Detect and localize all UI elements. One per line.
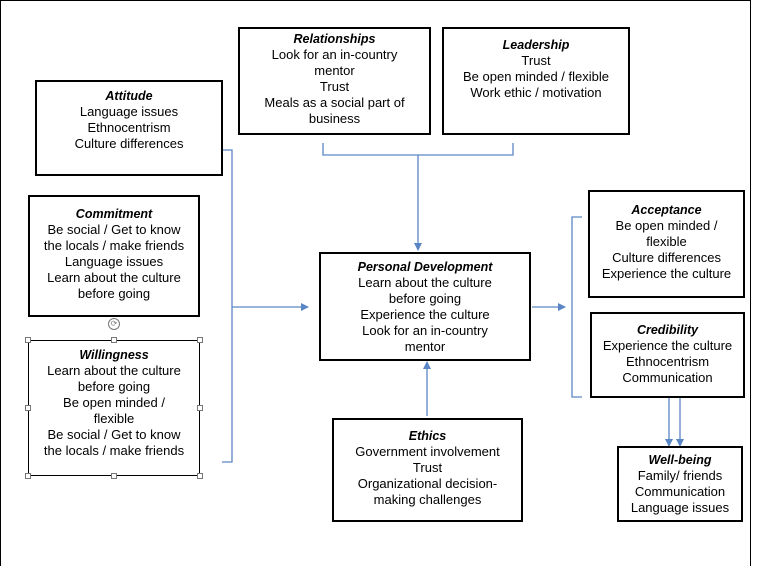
credibility-line: Communication <box>622 370 713 385</box>
acceptance-title: Acceptance <box>631 203 702 217</box>
commitment-line: before going <box>77 286 151 301</box>
relationships-line: business <box>308 111 361 126</box>
acceptance-line: flexible <box>646 234 687 249</box>
ethics-line: making challenges <box>373 492 482 507</box>
resize-handle-bottom-right[interactable] <box>197 473 203 479</box>
ethics-line: Government involvement <box>355 444 500 459</box>
ethics-line: Trust <box>412 460 443 475</box>
commitment-line: Learn about the culture <box>47 270 181 285</box>
personal-development-line: before going <box>388 291 462 306</box>
relationships-line: Trust <box>319 79 350 94</box>
willingness-line: the locals / make friends <box>43 443 185 458</box>
ethics-line: Organizational decision- <box>357 476 498 491</box>
willingness-title: Willingness <box>79 348 149 362</box>
personal-development-title: Personal Development <box>357 260 493 274</box>
ethics-title: Ethics <box>408 429 447 443</box>
willingness-line: Learn about the culture <box>47 363 181 378</box>
resize-handle-top-right[interactable] <box>197 337 203 343</box>
resize-handle-middle-right[interactable] <box>197 405 203 411</box>
commitment-line: the locals / make friends <box>43 238 185 253</box>
attitude-line: Ethnocentrism <box>87 120 171 135</box>
personal-development-line: Learn about the culture <box>358 275 492 290</box>
acceptance-line: Be open minded / <box>615 218 718 233</box>
willingness-line: before going <box>77 379 151 394</box>
personal-development-line: Experience the culture <box>360 307 490 322</box>
acceptance-line: Experience the culture <box>601 266 732 281</box>
resize-handle-bottom-left[interactable] <box>25 473 31 479</box>
attitude-line: Culture differences <box>74 136 184 151</box>
acceptance-line: Culture differences <box>612 250 721 265</box>
leadership-line: Be open minded / flexible <box>463 69 609 84</box>
wellbeing-line: Family/ friends <box>637 468 723 483</box>
relationships-title: Relationships <box>293 32 376 46</box>
commitment-title: Commitment <box>75 207 153 221</box>
wellbeing-line: Communication <box>634 484 726 499</box>
wellbeing-title: Well-being <box>648 453 712 467</box>
left-bracket <box>222 149 233 463</box>
resize-handle-top-left[interactable] <box>25 337 31 343</box>
credibility-title: Credibility <box>636 323 699 337</box>
attitude-line: Language issues <box>79 104 179 119</box>
wellbeing-line: Language issues <box>630 500 730 515</box>
leadership-line: Trust <box>521 53 551 68</box>
top-bracket <box>322 143 514 156</box>
personal-development-line: mentor <box>404 339 446 354</box>
willingness-line: Be social / Get to know <box>47 427 181 442</box>
relationships-line: Look for an in-country <box>271 47 398 62</box>
resize-handle-middle-left[interactable] <box>25 405 31 411</box>
attitude-title: Attitude <box>105 89 153 103</box>
personal-development-line: Look for an in-country <box>362 323 488 338</box>
relationships-line: mentor <box>314 63 355 78</box>
commitment-line: Language issues <box>64 254 164 269</box>
leadership-line: Work ethic / motivation <box>470 85 602 100</box>
resize-handle-top-middle[interactable] <box>111 337 117 343</box>
willingness-line: Be open minded / <box>63 395 165 410</box>
rotate-handle-icon[interactable]: ⟳ <box>108 318 120 330</box>
resize-handle-bottom-middle[interactable] <box>111 473 117 479</box>
relationships-line: Meals as a social part of <box>264 95 405 110</box>
credibility-line: Experience the culture <box>602 338 733 353</box>
commitment-line: Be social / Get to know <box>47 222 181 237</box>
right-bracket <box>571 216 582 398</box>
willingness-line: flexible <box>93 411 135 426</box>
leadership-title: Leadership <box>502 38 570 52</box>
credibility-line: Ethnocentrism <box>625 354 710 369</box>
